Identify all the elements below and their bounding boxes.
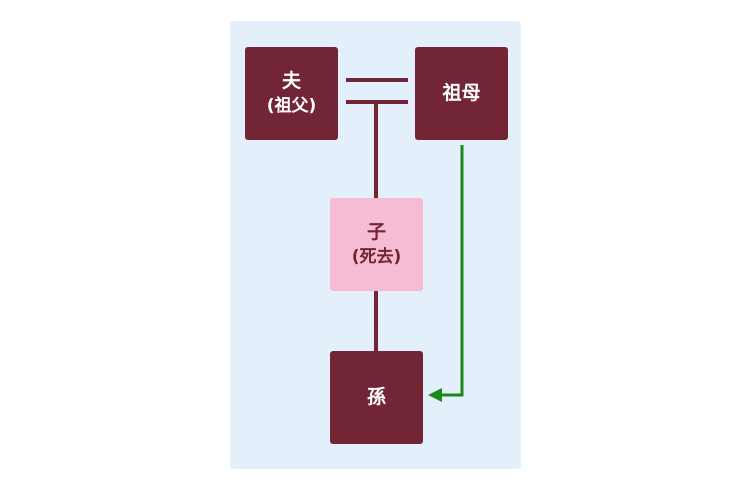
grandchild-label: 孫 — [366, 385, 386, 408]
husband-label: 夫 — [281, 70, 301, 93]
node-grandchild: 孫 — [330, 351, 423, 444]
grandmother-label: 祖母 — [442, 81, 481, 104]
child-label: 子 — [366, 221, 386, 244]
node-husband: 夫 (祖父) — [245, 47, 338, 140]
child-sublabel: (死去) — [351, 246, 402, 267]
node-grandmother: 祖母 — [415, 47, 508, 140]
node-child: 子 (死去) — [330, 198, 423, 291]
husband-sublabel: (祖父) — [266, 95, 317, 116]
